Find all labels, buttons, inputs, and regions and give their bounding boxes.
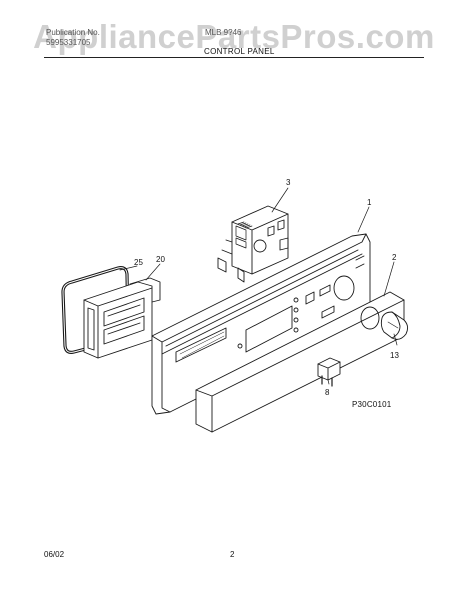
footer-page-number: 2 [230, 550, 235, 559]
callout-25: 25 [134, 258, 143, 267]
leader-lines [119, 187, 398, 385]
part-8-switch [317, 357, 341, 387]
header-rule [44, 57, 424, 58]
part-1-control-panel [151, 233, 371, 415]
section-title: CONTROL PANEL [204, 47, 275, 56]
part-13-knob [380, 311, 409, 340]
callout-1: 1 [367, 198, 372, 207]
publication-label: Publication No. [46, 28, 100, 37]
footer-date: 06/02 [44, 550, 65, 559]
callout-20: 20 [156, 255, 165, 264]
model-number: MLB 9?46 [205, 28, 242, 37]
publication-number: 5995331705 [46, 38, 91, 47]
drawing-id: P30C0101 [352, 400, 392, 409]
callout-3: 3 [286, 178, 291, 187]
part-3-timer-module [217, 205, 289, 283]
callout-2: 2 [392, 253, 397, 262]
callout-8: 8 [325, 388, 330, 397]
part-20-dispenser-housing [83, 277, 161, 359]
callout-13: 13 [390, 351, 399, 360]
